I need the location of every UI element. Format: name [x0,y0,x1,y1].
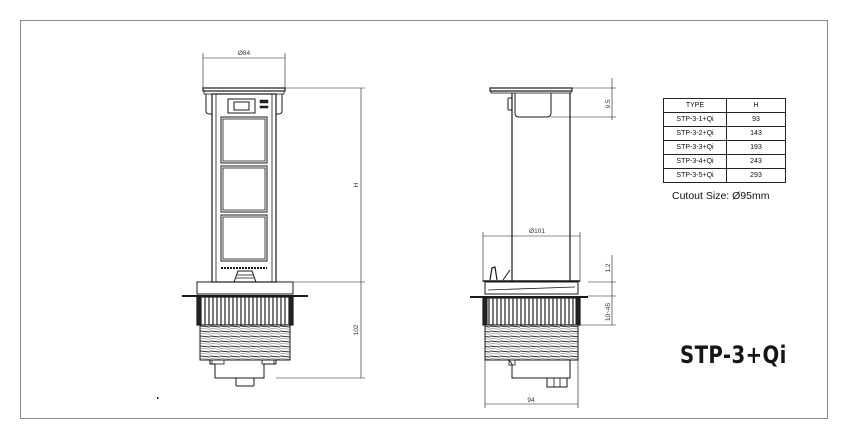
table-row: STP-3-4+Qi 243 [663,154,786,169]
header-type: TYPE [663,98,727,113]
dim-body-width: 94 [527,397,535,404]
dim-clamp-range: 10~45 [605,302,612,321]
dim-cap-offset: 9.5 [605,99,612,108]
cell-h: 193 [726,140,786,155]
model-title: STP-3+Qi [680,341,787,369]
cutout-size-label: Cutout Size: Ø95mm [672,190,770,202]
table-row: STP-3-1+Qi 93 [663,112,786,127]
cell-h: 143 [726,126,786,141]
dim-top-diameter: Ø84 [238,50,251,57]
dim-flange-diameter: Ø101 [529,228,545,235]
cell-type: STP-3-5+Qi [663,168,727,183]
table-row: STP-3-5+Qi 293 [663,168,786,183]
cell-type: STP-3-3+Qi [663,140,727,155]
table-row: STP-3-3+Qi 193 [663,140,786,155]
cell-type: STP-3-4+Qi [663,154,727,169]
spec-table-header: TYPE H [663,98,786,113]
dim-base-height: 102 [353,324,360,335]
header-h: H [726,98,786,113]
cell-h: 243 [726,154,786,169]
dim-height: H [353,182,360,187]
cell-type: STP-3-2+Qi [663,126,727,141]
cell-type: STP-3-1+Qi [663,112,727,127]
spec-table: TYPE H STP-3-1+Qi 93 STP-3-2+Qi 143 STP-… [663,98,786,183]
table-row: STP-3-2+Qi 143 [663,126,786,141]
dim-flange-thickness: 1.2 [605,263,612,272]
cell-h: 293 [726,168,786,183]
side-view [470,78,616,408]
stray-mark [157,397,159,399]
cell-h: 93 [726,112,786,127]
drawing-frame [20,20,828,419]
front-view [182,53,365,387]
